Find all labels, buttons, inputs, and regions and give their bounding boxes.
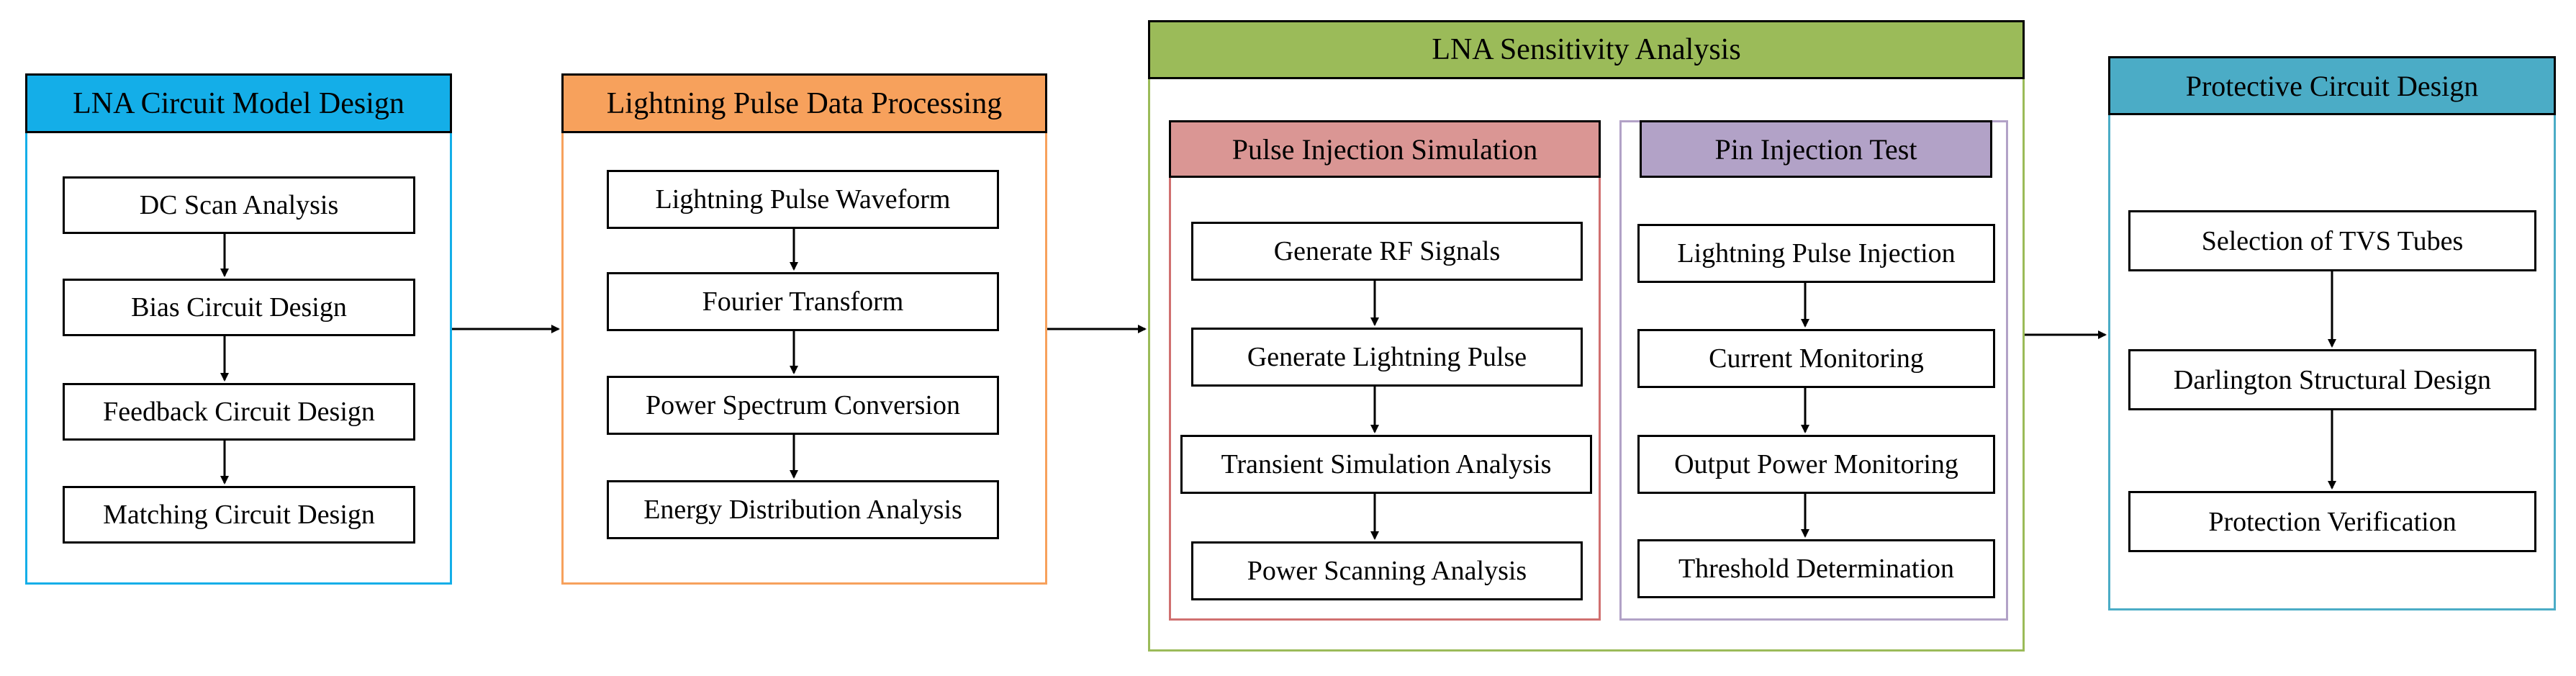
stage3-sub1-step-power-scan: Power Scanning Analysis bbox=[1191, 541, 1583, 600]
stage1-step-bias: Bias Circuit Design bbox=[63, 279, 415, 336]
stage3-sub1-step-transient: Transient Simulation Analysis bbox=[1180, 435, 1592, 494]
stage2-step-energy: Energy Distribution Analysis bbox=[607, 480, 999, 539]
stage1-title: LNA Circuit Model Design bbox=[25, 73, 452, 133]
stage1-step-matching: Matching Circuit Design bbox=[63, 486, 415, 544]
stage2-step-power-spectrum: Power Spectrum Conversion bbox=[607, 376, 999, 435]
stage4-title: Protective Circuit Design bbox=[2108, 56, 2556, 115]
stage3-sub1-step-pulse: Generate Lightning Pulse bbox=[1191, 328, 1583, 387]
stage2-step-fourier: Fourier Transform bbox=[607, 272, 999, 331]
stage3-sub2-step-output-power: Output Power Monitoring bbox=[1637, 435, 1995, 494]
stage1-step-dc-scan: DC Scan Analysis bbox=[63, 176, 415, 234]
stage3-sub2-step-threshold: Threshold Determination bbox=[1637, 539, 1995, 598]
stage3-title: LNA Sensitivity Analysis bbox=[1148, 20, 2025, 79]
stage4-step-tvs: Selection of TVS Tubes bbox=[2128, 210, 2536, 271]
stage3-sub1-step-rf: Generate RF Signals bbox=[1191, 222, 1583, 281]
stage3-sub2-step-current: Current Monitoring bbox=[1637, 329, 1995, 388]
stage3-sub1-title: Pulse Injection Simulation bbox=[1169, 120, 1601, 178]
stage4-step-verification: Protection Verification bbox=[2128, 491, 2536, 552]
stage4-step-darlington: Darlington Structural Design bbox=[2128, 349, 2536, 410]
stage2-title: Lightning Pulse Data Processing bbox=[561, 73, 1047, 133]
stage3-sub2-step-injection: Lightning Pulse Injection bbox=[1637, 224, 1995, 283]
stage2-step-waveform: Lightning Pulse Waveform bbox=[607, 170, 999, 229]
stage1-step-feedback: Feedback Circuit Design bbox=[63, 383, 415, 441]
stage3-sub2-title: Pin Injection Test bbox=[1640, 120, 1992, 178]
